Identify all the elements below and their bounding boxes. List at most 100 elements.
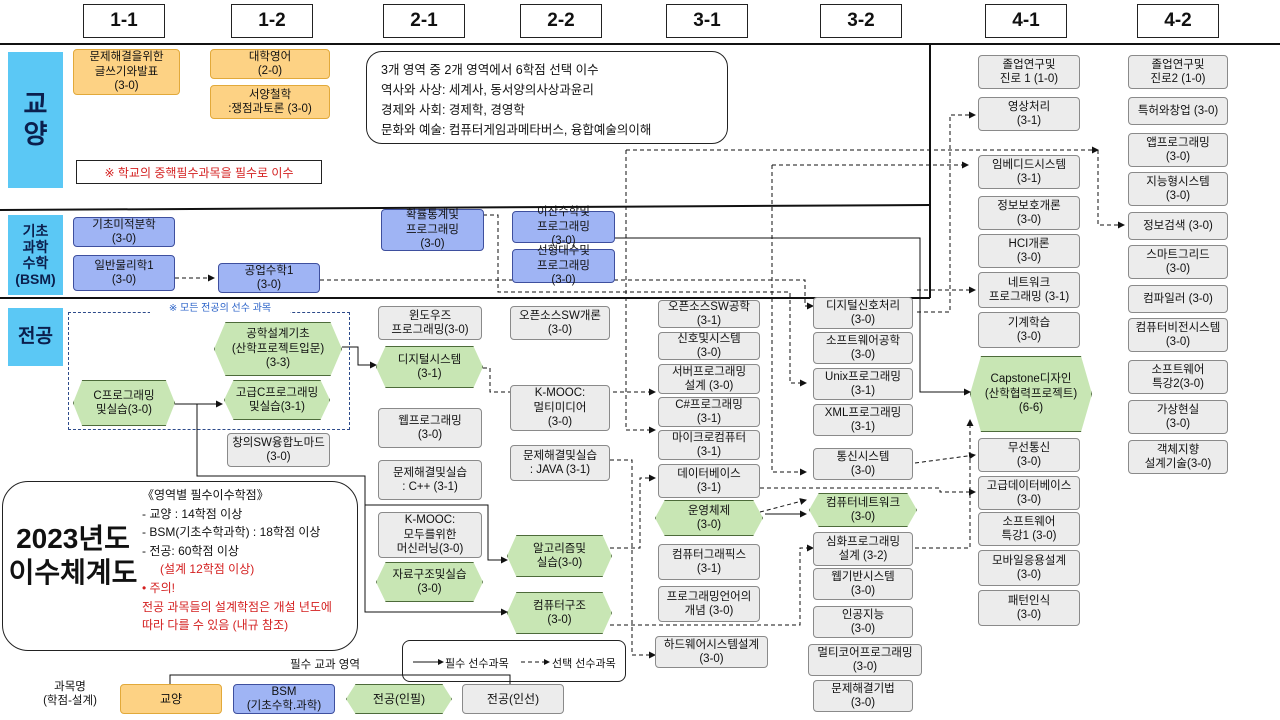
semester-header: 1-1 <box>83 4 165 38</box>
course-sw-special-1[interactable]: 소프트웨어 특강1 (3-0) <box>978 512 1080 546</box>
legend-general: 교양 <box>120 684 222 714</box>
requirements-panel <box>2 481 358 651</box>
semester-header: 2-1 <box>383 4 465 38</box>
line-legend: 필수 선수과목 선택 선수과목 <box>402 640 626 682</box>
legend-required: 필수 선수과목 <box>445 658 509 670</box>
legend-course-key: 과목명 (학점-설계) <box>43 681 97 708</box>
course-microcomputer[interactable]: 마이크로컴퓨터 (3-1) <box>658 430 760 460</box>
course-software-eng[interactable]: 소프트웨어공학 (3-0) <box>813 332 913 364</box>
course-advanced-database[interactable]: 고급데이터베이스 (3-0) <box>978 476 1080 510</box>
course-database[interactable]: 데이터베이스 (3-1) <box>658 464 760 498</box>
course-problem-solving[interactable]: 문제해결기법 (3-0) <box>813 680 913 712</box>
course-web-programming[interactable]: 웹프로그래밍 (3-0) <box>378 408 482 448</box>
course-sw-special-2[interactable]: 소프트웨어 특강2(3-0) <box>1128 360 1228 394</box>
course-eng-math[interactable]: 공업수학1 (3-0) <box>218 263 320 293</box>
legend-major-elective: 전공(인선) <box>462 684 564 714</box>
course-philosophy[interactable]: 서양철학 :쟁점과토론 (3-0) <box>210 85 330 119</box>
semester-header: 4-1 <box>985 4 1067 38</box>
course-calculus[interactable]: 기초미적분학 (3-0) <box>73 217 175 247</box>
course-probability[interactable]: 확률통계및 프로그래밍 (3-0) <box>381 209 484 251</box>
semester-header: 3-1 <box>666 4 748 38</box>
category-major: 전공 <box>8 308 63 366</box>
course-server-programming[interactable]: 서버프로그래밍 설계 (3-0) <box>658 364 760 394</box>
course-oo-design[interactable]: 객체지향 설계기술(3-0) <box>1128 440 1228 474</box>
info-line: 문화와 예술: 컴퓨터게임과메타버스, 융합예술의이해 <box>381 123 652 137</box>
course-english[interactable]: 대학영어 (2-0) <box>210 49 330 79</box>
course-smart-grid[interactable]: 스마트그리드 (3-0) <box>1128 245 1228 279</box>
course-advanced-c[interactable]: 고급C프로그래밍 및실습(3-1) <box>224 380 330 420</box>
course-ai[interactable]: 인공지능 (3-0) <box>813 606 913 638</box>
course-mobile-design[interactable]: 모바일응용설계 (3-0) <box>978 550 1080 586</box>
legend-major-required: 전공(인필) <box>346 684 452 714</box>
course-graduation-1[interactable]: 졸업연구및 진로 1 (1-0) <box>978 55 1080 89</box>
course-capstone[interactable]: Capstone디자인 (산학협력프로젝트) (6-6) <box>970 356 1092 432</box>
course-programming-languages[interactable]: 프로그래밍언어의 개념 (3-0) <box>658 586 760 622</box>
course-java-practice[interactable]: 문제해결및실습 : JAVA (3-1) <box>510 445 610 481</box>
course-multicore[interactable]: 멀티코어프로그래밍 (3-0) <box>808 644 922 676</box>
course-patent-startup[interactable]: 특허와창업 (3-0) <box>1128 97 1228 125</box>
course-linear-algebra[interactable]: 선형대수및 프로그래밍 (3-0) <box>512 245 615 286</box>
info-line: 3개 영역 중 2개 영역에서 6학점 선택 이수 <box>381 63 599 77</box>
course-c-programming[interactable]: C프로그래밍 및실습(3-0) <box>73 380 175 426</box>
legend-optional: 선택 선수과목 <box>552 658 616 670</box>
course-creative-sw[interactable]: 창의SW융합노마드 (3-0) <box>227 433 330 467</box>
course-open-source-intro[interactable]: 오픈소스SW개론 (3-0) <box>510 306 610 340</box>
course-computer-graphics[interactable]: 컴퓨터그래픽스 (3-1) <box>658 544 760 580</box>
course-virtual-reality[interactable]: 가상현실 (3-0) <box>1128 400 1228 434</box>
course-computer-architecture[interactable]: 컴퓨터구조 (3-0) <box>507 592 612 634</box>
semester-header: 3-2 <box>820 4 902 38</box>
school-note: ※ 학교의 중핵필수과목을 필수로 이수 <box>76 160 322 184</box>
course-computer-network[interactable]: 컴퓨터네트워크 (3-0) <box>809 493 917 527</box>
req-header: 《영역별 필수이수학점》 <box>142 488 269 502</box>
course-graduation-2[interactable]: 졸업연구및 진로2 (1-0) <box>1128 55 1228 89</box>
semester-header: 1-2 <box>231 4 313 38</box>
course-open-source-eng[interactable]: 오픈소스SW공학 (3-1) <box>658 300 760 328</box>
course-csharp[interactable]: C#프로그래밍 (3-1) <box>658 397 760 427</box>
category-bsm: 기초 과학 수학 (BSM) <box>8 215 63 295</box>
common-note: ※ 모든 전공의 선수 과목 <box>150 299 290 314</box>
course-hardware-design[interactable]: 하드웨어시스템설계 (3-0) <box>655 636 768 668</box>
course-compiler[interactable]: 컴파일러 (3-0) <box>1128 285 1228 313</box>
semester-header: 2-2 <box>520 4 602 38</box>
course-dsp[interactable]: 디지털신호처리 (3-0) <box>813 297 913 329</box>
course-digital-system[interactable]: 디지털시스템 (3-1) <box>376 346 483 388</box>
course-app-programming[interactable]: 앱프로그래밍 (3-0) <box>1128 133 1228 167</box>
course-algorithms[interactable]: 알고리즘및 실습(3-0) <box>507 535 612 577</box>
course-kmooc-multimedia[interactable]: K-MOOC: 멀티미디어 (3-0) <box>510 385 610 431</box>
course-intelligent-systems[interactable]: 지능형시스템 (3-0) <box>1128 172 1228 206</box>
req-caution: • 주의! <box>142 580 175 595</box>
course-signals[interactable]: 신호및시스템 (3-0) <box>658 332 760 360</box>
course-unix-programming[interactable]: Unix프로그래밍 (3-1) <box>813 368 913 400</box>
general-elective-info: 3개 영역 중 2개 영역에서 6학점 선택 이수 역사와 사상: 세계사, 동… <box>366 51 728 144</box>
course-xml-programming[interactable]: XML프로그래밍 (3-1) <box>813 404 913 436</box>
course-wireless[interactable]: 무선통신 (3-0) <box>978 438 1080 472</box>
course-writing[interactable]: 문제해결을위한 글쓰기와발표 (3-0) <box>73 49 180 95</box>
course-info-retrieval[interactable]: 정보검색 (3-0) <box>1128 212 1228 240</box>
course-computer-vision[interactable]: 컴퓨터비전시스템 (3-0) <box>1128 318 1228 352</box>
course-communication-systems[interactable]: 통신시스템 (3-0) <box>813 448 913 480</box>
course-network-programming[interactable]: 네트워크 프로그래밍 (3-1) <box>978 272 1080 308</box>
req-general: - 교양 : 14학점 이상 <box>142 506 243 521</box>
course-kmooc-ml[interactable]: K-MOOC: 모두를위한 머신러닝(3-0) <box>378 512 482 558</box>
course-advanced-programming[interactable]: 심화프로그래밍 설계 (3-2) <box>813 532 913 566</box>
course-operating-systems[interactable]: 운영체제 (3-0) <box>655 500 763 536</box>
course-pattern-recognition[interactable]: 패턴인식 (3-0) <box>978 590 1080 626</box>
course-web-systems[interactable]: 웹기반시스템 (3-0) <box>813 568 913 600</box>
course-embedded[interactable]: 임베디드시스템 (3-1) <box>978 155 1080 189</box>
course-hci[interactable]: HCI개론 (3-0) <box>978 234 1080 268</box>
legend-bsm: BSM (기초수학.과학) <box>233 684 335 714</box>
requirements-text: 《영역별 필수이수학점》 - 교양 : 14학점 이상 - BSM(기초수학과학… <box>142 486 358 636</box>
course-cpp-practice[interactable]: 문제해결및실습 : C++ (3-1) <box>378 460 482 500</box>
course-data-structures[interactable]: 자료구조및실습 (3-0) <box>376 562 483 602</box>
semester-header: 4-2 <box>1137 4 1219 38</box>
course-physics[interactable]: 일반물리학1 (3-0) <box>73 255 175 291</box>
course-info-security[interactable]: 정보보호개론 (3-0) <box>978 196 1080 230</box>
course-windows-programming[interactable]: 윈도우즈 프로그래밍(3-0) <box>378 306 482 340</box>
legend-bracket <box>169 674 511 685</box>
course-discrete-math[interactable]: 이산수학및 프로그래밍 (3-0) <box>512 206 615 247</box>
req-major: - 전공: 60학점 이상 <box>142 543 239 558</box>
course-engineering-design[interactable]: 공학설계기초 (산학프로젝트입문) (3-3) <box>214 322 342 376</box>
course-image-processing[interactable]: 영상처리 (3-1) <box>978 97 1080 131</box>
req-bsm: - BSM(기초수학과학) : 18학점 이상 <box>142 525 321 540</box>
course-machine-learning[interactable]: 기계학습 (3-0) <box>978 312 1080 348</box>
